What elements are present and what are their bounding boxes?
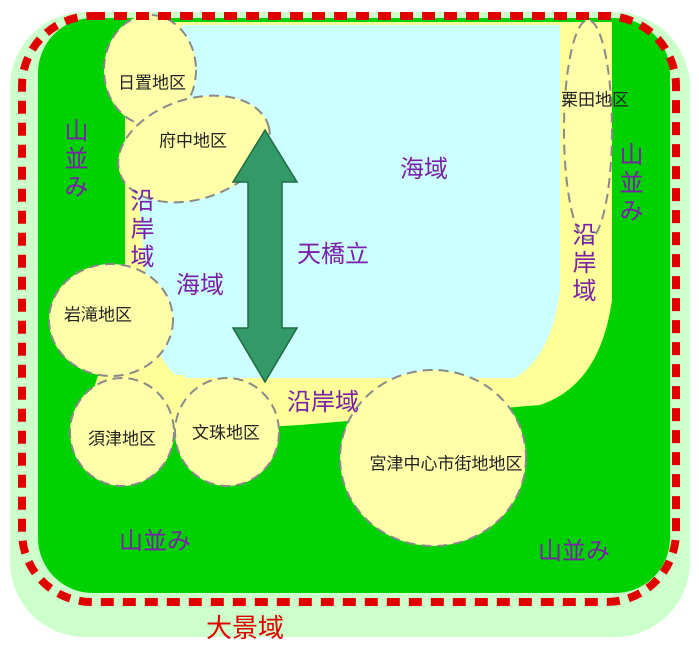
coastal-label-east: 沿岸域 (568, 222, 596, 306)
kurita-district (563, 19, 613, 241)
mountain-label-southeast: 山並み (538, 537, 610, 565)
fuchu-label: 府中地区 (159, 131, 227, 152)
suzu-label: 須津地区 (88, 429, 156, 450)
sea-label-west: 海域 (176, 271, 224, 299)
amanohashidate-arrow (231, 128, 299, 384)
miyazu-district (339, 369, 527, 547)
iwataki-label: 岩滝地区 (64, 305, 132, 326)
mountain-label-southwest: 山並み (119, 527, 191, 555)
sea-label: 海域 (400, 155, 448, 183)
fuchu-district (117, 94, 271, 204)
grand-landscape-label: 大景域 (205, 614, 285, 644)
sea-area (182, 25, 560, 378)
iwataki-district (48, 263, 174, 377)
monju-label: 文珠地区 (192, 423, 260, 444)
sea-area-west (138, 195, 190, 375)
hioki-district (103, 14, 197, 126)
grand-landscape-boundary (18, 12, 680, 606)
kurita-label: 栗田地区 (561, 90, 629, 111)
hioki-label: 日置地区 (118, 73, 186, 94)
coastal-label-west: 沿岸域 (126, 188, 154, 272)
coastal-label-south: 沿岸域 (287, 388, 359, 416)
monju-district (174, 377, 280, 487)
miyazu-label: 宮津中心市街地地区 (369, 454, 523, 475)
mountain-label-east: 山並み (615, 142, 643, 226)
amanohashidate-label: 天橋立 (297, 240, 369, 268)
mountain-label-west: 山並み (60, 118, 88, 202)
